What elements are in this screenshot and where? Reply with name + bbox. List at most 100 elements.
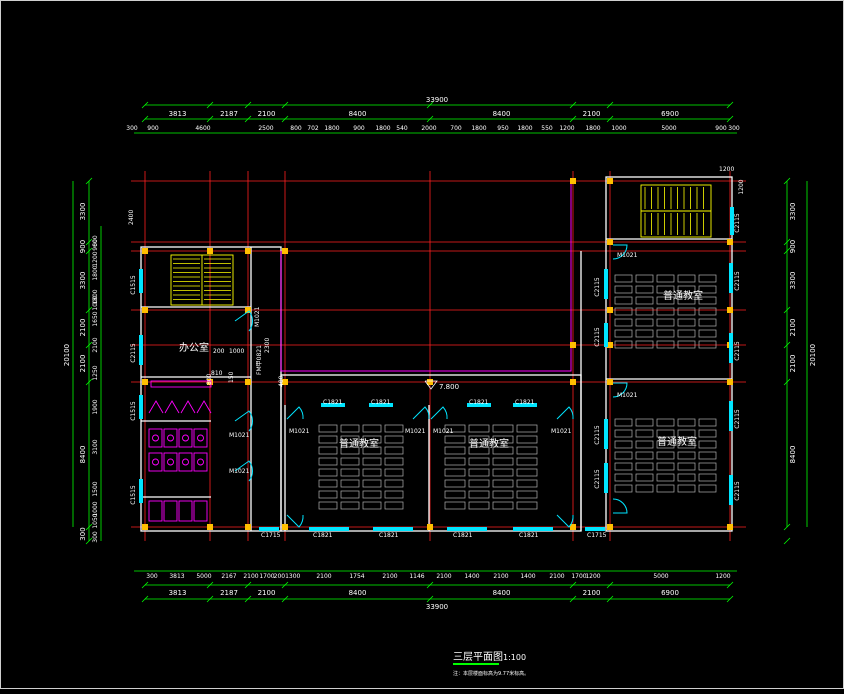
desk-13 — [318, 457, 338, 466]
dim-bottom-total: 33900 — [426, 603, 448, 611]
dim-top-detail-7: 1800 — [324, 125, 339, 132]
desk-81 — [635, 307, 654, 316]
desk-57 — [444, 490, 466, 499]
desk-4 — [384, 424, 404, 433]
door-11 — [612, 382, 628, 398]
dim-left-detail-1: 900 — [92, 239, 99, 251]
desk-40 — [516, 435, 538, 444]
dim-left-seg-5: 2100 — [79, 355, 87, 373]
wc-stall-b-1 — [148, 500, 163, 522]
column-17 — [427, 524, 433, 530]
wc-stall-b-3 — [178, 500, 193, 522]
tick-h-7-0 — [726, 101, 734, 109]
desk-26 — [340, 490, 360, 499]
dim-right-seg-1: 3300 — [789, 203, 797, 221]
door-tag-4: M1021 — [551, 428, 572, 435]
wc-stall-7 — [178, 452, 193, 472]
dim-bottom-detail-3: 5000 — [196, 573, 211, 580]
desk-133 — [677, 484, 696, 493]
desk-88 — [677, 318, 696, 327]
dim-bottom-seg-7: 6900 — [661, 589, 679, 597]
tick-v-1-0 — [85, 238, 93, 246]
desk-29 — [318, 501, 338, 510]
wc-sink-counter — [150, 380, 212, 388]
desk-23 — [362, 479, 382, 488]
door-7 — [234, 310, 253, 332]
door-tag-2: M1021 — [405, 428, 426, 435]
misc-dim-8: 150 — [228, 371, 235, 383]
desk-131 — [635, 484, 654, 493]
dim-right-total: 20100 — [809, 344, 817, 366]
desk-122 — [656, 462, 675, 471]
desk-106 — [635, 429, 654, 438]
drawing-note: 注：本层楼面标高为9.77米标高。 — [453, 670, 529, 677]
tick-h-2-1 — [244, 115, 252, 123]
window-tag-16: C2115 — [594, 327, 601, 347]
desk-60 — [516, 490, 538, 499]
column-10 — [282, 379, 288, 385]
desk-14 — [340, 457, 360, 466]
dimension-ticks — [85, 101, 791, 603]
column-18 — [570, 524, 576, 530]
column-15 — [245, 524, 251, 530]
desk-93 — [677, 329, 696, 338]
desk-6 — [340, 435, 360, 444]
window-tag-4: C1821 — [515, 399, 535, 406]
dim-left-detail-6: 1000 — [92, 295, 99, 310]
tick-h-1-0 — [206, 101, 214, 109]
room-label-classroom-2: 普通教室 — [469, 437, 509, 450]
window-tag-3: C1821 — [469, 399, 489, 406]
window-4 — [513, 403, 537, 407]
desk-52 — [516, 468, 538, 477]
dim-right-seg-3: 3300 — [789, 272, 797, 290]
dim-bottom-detail-20: 1200 — [715, 573, 730, 580]
desk-65 — [614, 274, 633, 283]
dim-left-detail-14: 1050 — [92, 513, 99, 528]
wc-stall-3 — [178, 428, 193, 448]
tick-h-6-3 — [606, 595, 614, 603]
dim-top-detail-11: 2000 — [421, 125, 436, 132]
window-tag-13: C1715 — [261, 532, 281, 539]
column-20 — [727, 524, 733, 530]
tick-h-0-0 — [141, 101, 149, 109]
window-6 — [373, 527, 413, 531]
elevation-triangle — [424, 380, 438, 390]
tick-v-0-0 — [85, 177, 93, 185]
roof-boundary — [280, 181, 572, 372]
dim-left-detail-3: 600 — [92, 235, 99, 247]
roof-boundary-line — [280, 181, 572, 372]
window-tag-10: C2115 — [734, 341, 741, 361]
dim-left-seg-1: 3300 — [79, 203, 87, 221]
desk-124 — [698, 462, 717, 471]
dim-bottom-detail-7: 2001300 — [274, 573, 301, 580]
tick-h-2-3 — [244, 595, 252, 603]
door-8 — [234, 410, 253, 432]
desk-16 — [384, 457, 404, 466]
tick-h-7-3 — [726, 595, 734, 603]
desk-63 — [492, 501, 514, 510]
desk-109 — [698, 429, 717, 438]
dim-bottom-detail-10: 2100 — [382, 573, 397, 580]
desk-45 — [444, 457, 466, 466]
desk-97 — [656, 340, 675, 349]
desk-18 — [340, 468, 360, 477]
desk-34 — [468, 424, 490, 433]
dim-bottom-detail-12: 2100 — [436, 573, 451, 580]
elevation-value: 7.800 — [439, 383, 459, 391]
desk-113 — [677, 440, 696, 449]
door-1 — [286, 406, 304, 420]
desk-134 — [698, 484, 717, 493]
dim-top-seg-6: 2100 — [583, 110, 601, 118]
dim-top-detail-6: 702 — [307, 125, 319, 132]
desk-90 — [614, 329, 633, 338]
desk-46 — [468, 457, 490, 466]
desk-11 — [362, 446, 382, 455]
dim-bottom-detail-1: 300 — [146, 573, 158, 580]
tick-h-5-1 — [569, 115, 577, 123]
column-7 — [142, 379, 148, 385]
dim-top-seg-2: 2187 — [220, 110, 238, 118]
misc-dim-4: 800 — [206, 373, 213, 385]
desk-72 — [656, 285, 675, 294]
tick-h-4-0 — [426, 101, 434, 109]
dim-top-detail-16: 550 — [541, 125, 553, 132]
